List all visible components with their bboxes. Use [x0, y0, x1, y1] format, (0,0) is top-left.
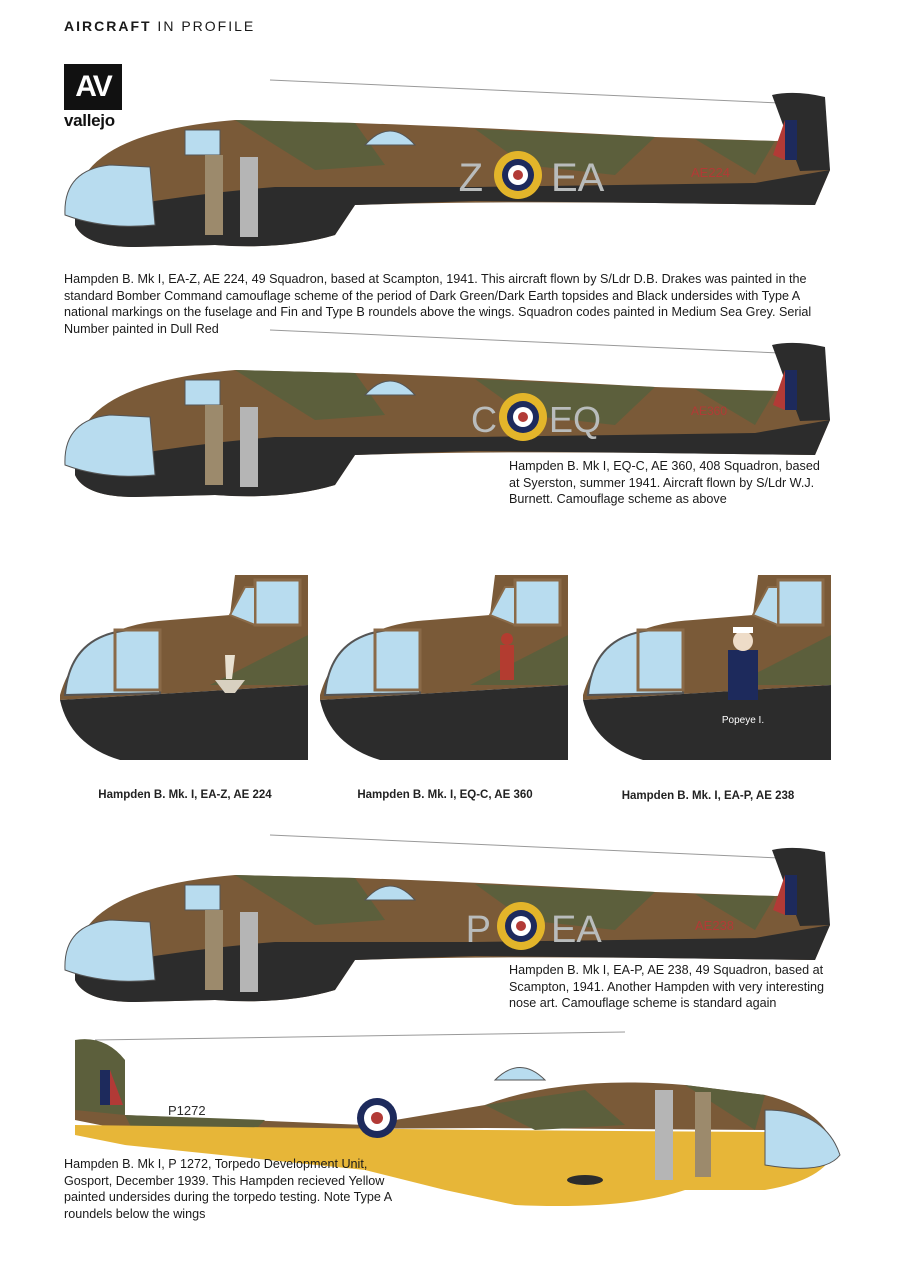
- squadron-code-left: P: [466, 909, 491, 951]
- squadron-code-right: EQ: [549, 399, 601, 440]
- logo-word: vallejo: [64, 111, 115, 130]
- logo-mark: AV: [64, 64, 122, 110]
- nose-detail-eq-c: [320, 575, 568, 760]
- detail-label-ea-z: Hampden B. Mk. I, EA-Z, AE 224: [98, 789, 272, 801]
- serial-number: AE224: [691, 165, 730, 180]
- caption-ea-z: Hampden B. Mk I, EA-Z, AE 224, 49 Squadr…: [64, 272, 812, 336]
- nose-detail-ea-p: Popeye I.: [583, 575, 831, 760]
- page-header: AIRCRAFT IN PROFILE: [64, 18, 256, 34]
- squadron-code-right: EA: [551, 909, 602, 951]
- vallejo-logo: AV vallejo: [64, 64, 124, 131]
- aircraft-profile-ea-p: P EA AE238: [64, 834, 830, 1002]
- nose-art-text: Popeye I.: [722, 715, 764, 726]
- squadron-code-left: Z: [459, 156, 483, 200]
- squadron-code-right: EA: [551, 156, 605, 200]
- serial-number: P1272: [168, 1103, 206, 1118]
- ship-nose-art-icon: [215, 655, 245, 693]
- detail-label-eq-c: Hampden B. Mk. I, EQ-C, AE 360: [357, 789, 533, 801]
- caption-eq-c: Hampden B. Mk I, EQ-C, AE 360, 408 Squad…: [509, 459, 820, 506]
- detail-label-ea-p: Hampden B. Mk. I, EA-P, AE 238: [621, 790, 795, 802]
- nose-detail-ea-z: [60, 575, 308, 760]
- squadron-code-left: C: [471, 399, 497, 440]
- aircraft-profile-ea-z: Z EA AE224: [64, 79, 830, 247]
- caption-p1272: Hampden B. Mk I, P 1272, Torpedo Develop…: [64, 1157, 392, 1221]
- serial-number: AE360: [691, 404, 727, 418]
- aircraft-profile-p1272: P1272: [75, 1031, 841, 1206]
- popeye-nose-art-icon: [728, 627, 758, 700]
- devil-nose-art-icon: [500, 633, 514, 680]
- caption-ea-p: Hampden B. Mk I, EA-P, AE 238, 49 Squadr…: [509, 963, 825, 1010]
- aircraft-profile-eq-c: C EQ AE360: [64, 329, 830, 497]
- serial-number: AE238: [695, 918, 734, 933]
